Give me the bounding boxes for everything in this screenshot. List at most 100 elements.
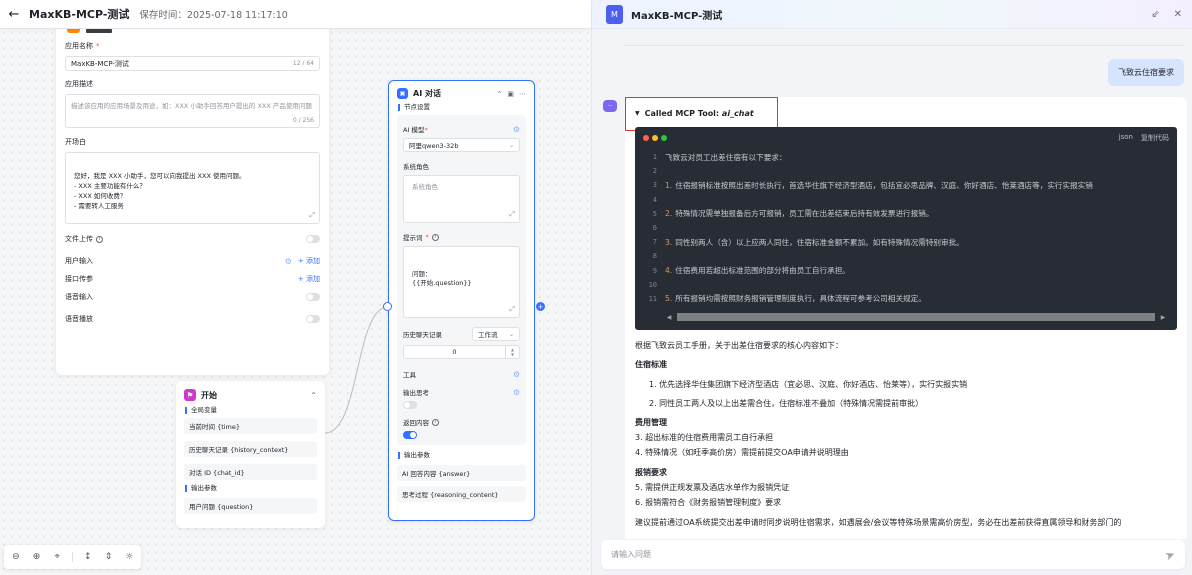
history-count-stepper[interactable]: 0 ▲▼ [403,345,520,359]
chevron-down-icon: ⌄ [508,141,514,149]
expand-icon[interactable]: ⤢ [309,211,315,219]
voice-play-toggle[interactable] [306,315,320,323]
app-name-input[interactable]: MaxKB-MCP-测试 12 / 64 [65,56,320,71]
user-input-row: 用户输入 ⚙ + 添加 [65,256,320,266]
panel-icon[interactable]: ▣ [507,89,514,98]
gear-icon[interactable]: ⚙ [284,256,292,266]
app-desc-textarea[interactable]: 描述该应用的应用场景及用途，如：XXX 小助手回答用户提出的 XXX 产品使用问… [65,94,320,128]
collapse-icon[interactable]: ⇙ [1151,8,1160,20]
scroll-left-icon[interactable]: ◀ [666,313,672,321]
code-line: 2 [643,164,1169,178]
voice-play-row: 语音播放 [65,310,320,328]
output-param-item: 用户问题 {question} [184,498,317,514]
output-thinking-toggle[interactable] [403,401,417,409]
line-number: 3 [652,181,657,190]
question-input[interactable] [611,550,1131,559]
list-item: 1. 优先选择华住集团旗下经济型酒店（宜必思、汉庭、你好酒店、怡莱等），实行实报… [649,380,968,389]
start-node[interactable]: ⚑ 开始 ⌃ 全局变量 当前时间 {time} 历史聊天记录 {history_… [176,381,325,528]
model-label: AI 模型 [403,126,425,134]
ai-output-params-label: 输出参数 [398,452,526,459]
expand-icon[interactable]: ⤢ [509,305,515,313]
history-type-select[interactable]: 工作流 ⌄ [472,327,520,341]
prologue-textarea[interactable]: 您好，我是 XXX 小助手，您可以向我提出 XXX 使用问题。 - XXX 主要… [65,152,320,224]
scroll-right-icon[interactable]: ▶ [1160,313,1166,321]
ai-node-output-port[interactable]: + [536,302,545,311]
line-number: 8 [652,252,657,261]
more-icon[interactable]: ⋯ [519,89,526,98]
auto-layout-icon[interactable]: ☼ [125,552,134,562]
system-role-textarea[interactable]: 系统角色 ⤢ [403,175,520,223]
back-arrow-icon[interactable]: ← [8,6,20,22]
info-icon[interactable]: i [432,418,439,426]
global-var-item: 对话 ID {chat_id} [184,464,317,480]
thinking-settings-icon[interactable]: ⚙ [512,387,520,397]
decrement-icon[interactable]: ▼ [510,352,515,357]
list-item: 2. 同性员工两人及以上出差需合住，住宿标准不叠加（特殊情况需提前审批） [649,399,924,408]
list-item: 3. 超出标准的住宿费用需员工自行承担 [635,433,774,442]
model-select[interactable]: 阿里qwen3-32b ⌄ [403,138,520,152]
base-info-node[interactable]: 应用名称* MaxKB-MCP-测试 12 / 64 应用描述 描述该应用的应用… [56,29,329,375]
info-icon[interactable]: i [96,235,103,243]
ai-chat-node[interactable]: ▣ AI 对话 ⌃ ▣ ⋯ 节点设置 AI 模型* ⚙ 阿里qwen3-32b … [388,80,535,521]
tools-settings-icon[interactable]: ⚙ [512,369,520,379]
node-settings-label: 节点设置 [398,104,526,111]
return-content-toggle[interactable] [403,431,417,439]
editor-header: ← MaxKB-MCP-测试 保存时间：2025-07-18 11:17:10 [0,0,591,29]
expand-all-icon[interactable]: ⇕ [104,552,113,562]
model-settings-icon[interactable]: ⚙ [512,124,520,134]
line-number: 6 [652,224,657,233]
ai-node-input-port[interactable] [383,302,392,311]
collapse-all-icon[interactable]: ↕ [84,552,92,562]
expand-icon[interactable]: ⤢ [509,210,515,218]
close-icon[interactable]: ✕ [1173,8,1182,20]
zoom-out-icon[interactable]: ⊖ [12,552,20,562]
prompt-textarea[interactable]: 问题： {{开始.question}} ⤢ [403,246,520,318]
global-vars-label: 全局变量 [185,407,317,414]
line-number: 7 [652,238,657,247]
app-name-label: 应用名称 [65,42,93,50]
output-param-item: AI 回答内容 {answer} [397,465,526,481]
chat-header: M MaxKB-MCP-测试 ⇙ ✕ [592,0,1192,29]
voice-input-toggle[interactable] [306,293,320,301]
prologue-label: 开场白 [65,138,86,146]
section-heading: 住宿标准 [635,360,667,369]
caret-down-icon: ▼ [635,109,640,117]
api-params-row: 接口传参 + 添加 [65,275,320,283]
list-item: 6. 报销需符合《财务报销管理制度》要求 [635,497,782,507]
add-api-param-button[interactable]: + 添加 [297,275,320,283]
line-number: 9 [652,266,657,275]
global-var-item: 历史聊天记录 {history_context} [184,441,317,457]
code-line: 8 [643,249,1169,263]
chat-debug-panel: M MaxKB-MCP-测试 ⇙ ✕ 飞致云住宿要求 ▼ Called MCP … [591,0,1192,575]
section-heading: 报销要求 [635,468,667,477]
start-flag-icon: ⚑ [184,389,196,401]
prompt-label: 提示词 [403,234,423,242]
horizontal-scrollbar[interactable]: ◀ ▶ [665,312,1167,322]
chevron-up-icon[interactable]: ⌃ [310,390,317,400]
chat-title: MaxKB-MCP-测试 [631,10,723,22]
chevron-up-icon[interactable]: ⌃ [496,89,503,98]
window-dots [643,134,667,141]
info-icon[interactable]: i [431,233,439,241]
app-desc-count: 0 / 256 [292,117,314,124]
ai-chat-icon: ▣ [397,88,408,99]
code-line: 10 [643,278,1169,292]
file-upload-toggle[interactable] [306,235,320,243]
copy-code-button[interactable]: 复制代码 [1141,133,1169,142]
chevron-down-icon: ⌄ [508,330,514,338]
mcp-tool-call-toggle[interactable]: ▼ Called MCP Tool: ai_chat [635,108,754,118]
start-node-title: 开始 [201,390,217,400]
workflow-canvas[interactable]: 应用名称* MaxKB-MCP-测试 12 / 64 应用描述 描述该应用的应用… [0,29,591,575]
tool-name: ai_chat [721,108,754,118]
add-user-input-button[interactable]: + 添加 [297,257,320,265]
chat-messages[interactable]: 飞致云住宿要求 ▼ Called MCP Tool: ai_chat json [592,29,1192,539]
zoom-in-icon[interactable]: ⊕ [32,552,41,562]
fit-view-icon[interactable]: ⌖ [54,552,60,562]
send-icon[interactable]: ➤ [1162,546,1178,563]
scrollbar-thumb[interactable] [677,313,1155,321]
increment-icon[interactable]: ▲ [510,347,515,352]
